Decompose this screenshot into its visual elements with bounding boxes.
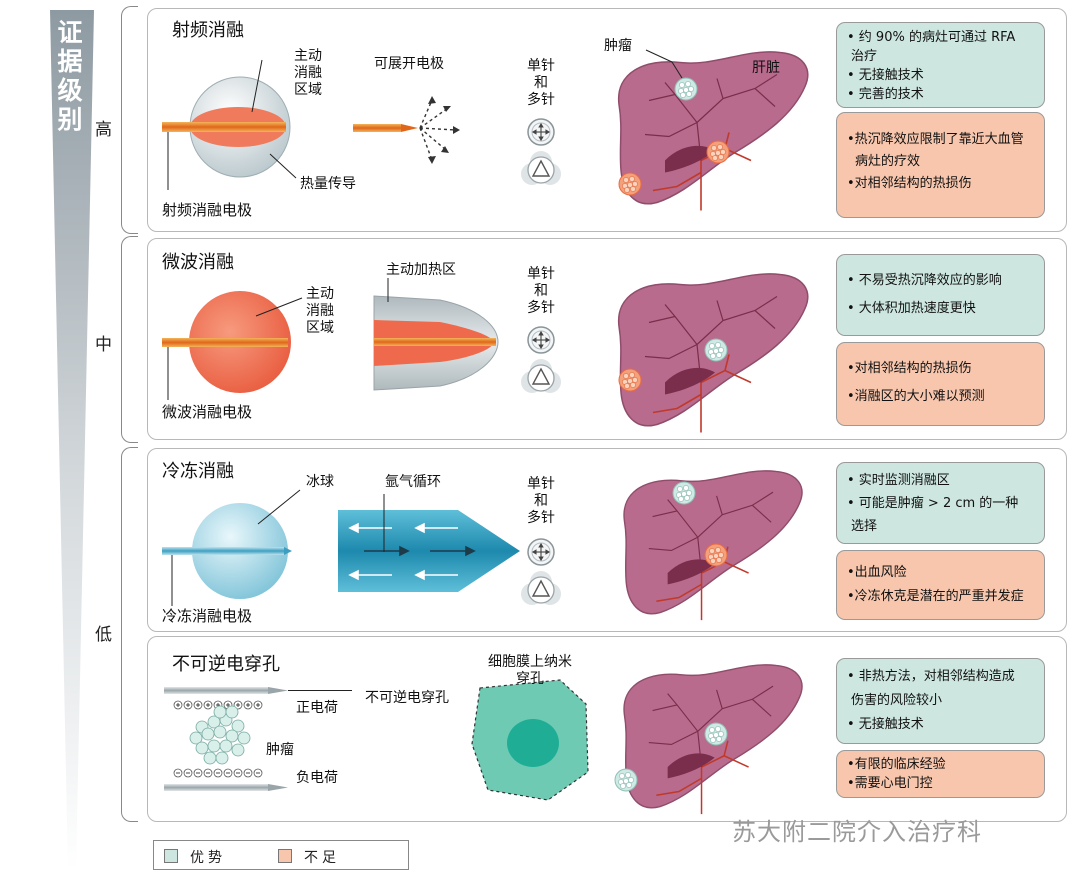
- bracket-high: [121, 6, 138, 234]
- rfa-heat-label: 热量传导: [300, 176, 356, 192]
- ire-disadvantages-box: •有限的临床经验 •需要心电门控: [836, 750, 1045, 798]
- mwa-active-zone-label: 主动消融区域: [306, 286, 334, 336]
- mwa-needle-type-label: 单针和多针: [527, 266, 555, 316]
- ire-tumor-label: 肿瘤: [266, 742, 294, 758]
- rfa-expandable-label: 可展开电极: [374, 56, 444, 72]
- rfa-electrode-label: 射频消融电极: [162, 201, 253, 219]
- ire-title: 不可逆电穿孔: [172, 654, 280, 675]
- cryo-needle-type-label: 单针和多针: [527, 476, 555, 526]
- cryo-title: 冷冻消融: [162, 461, 234, 482]
- rfa-needle-type-label: 单针和多针: [527, 58, 555, 108]
- mwa-title: 微波消融: [162, 252, 234, 273]
- cryo-electrode-label: 冷冻消融电极: [162, 607, 253, 625]
- rfa-title: 射频消融: [172, 20, 244, 41]
- rfa-disadvantages-box: •热沉降效应限制了靠近大血管 病灶的疗效 •对相邻结构的热损伤: [836, 112, 1045, 218]
- watermark: 苏大附二院介入治疗科: [732, 818, 982, 846]
- legend-disadvantage-swatch: [278, 849, 292, 863]
- level-high: 高: [95, 120, 112, 140]
- mwa-disadvantages-box: •对相邻结构的热损伤 •消融区的大小难以预测: [836, 342, 1045, 426]
- cryo-argon-label: 氩气循环: [385, 474, 441, 490]
- ire-positive-label: 正电荷: [296, 700, 338, 716]
- cryo-disadvantages-box: •出血风险 •冷冻休克是潜在的严重并发症: [836, 550, 1045, 620]
- level-low: 低: [95, 625, 112, 645]
- evidence-level-title: 证 据 级 别: [57, 18, 83, 134]
- legend-advantage-swatch: [164, 849, 178, 863]
- rfa-tumor-label: 肿瘤: [604, 38, 632, 54]
- ire-nano-label: 细胞膜上纳米穿孔: [488, 654, 572, 687]
- rfa-active-zone-label: 主动消融区域: [294, 48, 322, 98]
- rfa-liver-label: 肝脏: [752, 60, 780, 76]
- ire-label: 不可逆电穿孔: [365, 690, 449, 706]
- ire-advantages-box: • 非热方法，对相邻结构造成 伤害的风险较小 • 无接触技术: [836, 658, 1045, 744]
- positive-charges: [173, 700, 263, 710]
- negative-charges: [173, 768, 263, 778]
- legend-disadvantage-label: 不足: [304, 850, 340, 866]
- mwa-heating-zone-label: 主动加热区: [386, 262, 456, 278]
- ire-negative-label: 负电荷: [296, 770, 338, 786]
- level-mid: 中: [95, 335, 112, 355]
- bracket-low: [121, 447, 138, 822]
- bracket-mid: [121, 236, 138, 443]
- cryo-ice-ball-label: 冰球: [306, 474, 334, 490]
- rfa-advantages-box: • 约 90% 的病灶可通过 RFA 治疗 • 无接触技术 • 完善的技术: [836, 22, 1045, 108]
- mwa-electrode-label: 微波消融电极: [162, 403, 253, 421]
- evidence-gradient-bar: [50, 10, 94, 870]
- mwa-advantages-box: • 不易受热沉降效应的影响 • 大体积加热速度更快: [836, 254, 1045, 336]
- legend-advantage-label: 优势: [190, 850, 226, 866]
- cryo-advantages-box: • 实时监测消融区 • 可能是肿瘤 > 2 cm 的一种 选择: [836, 462, 1045, 544]
- legend: 优势 不足: [153, 840, 409, 870]
